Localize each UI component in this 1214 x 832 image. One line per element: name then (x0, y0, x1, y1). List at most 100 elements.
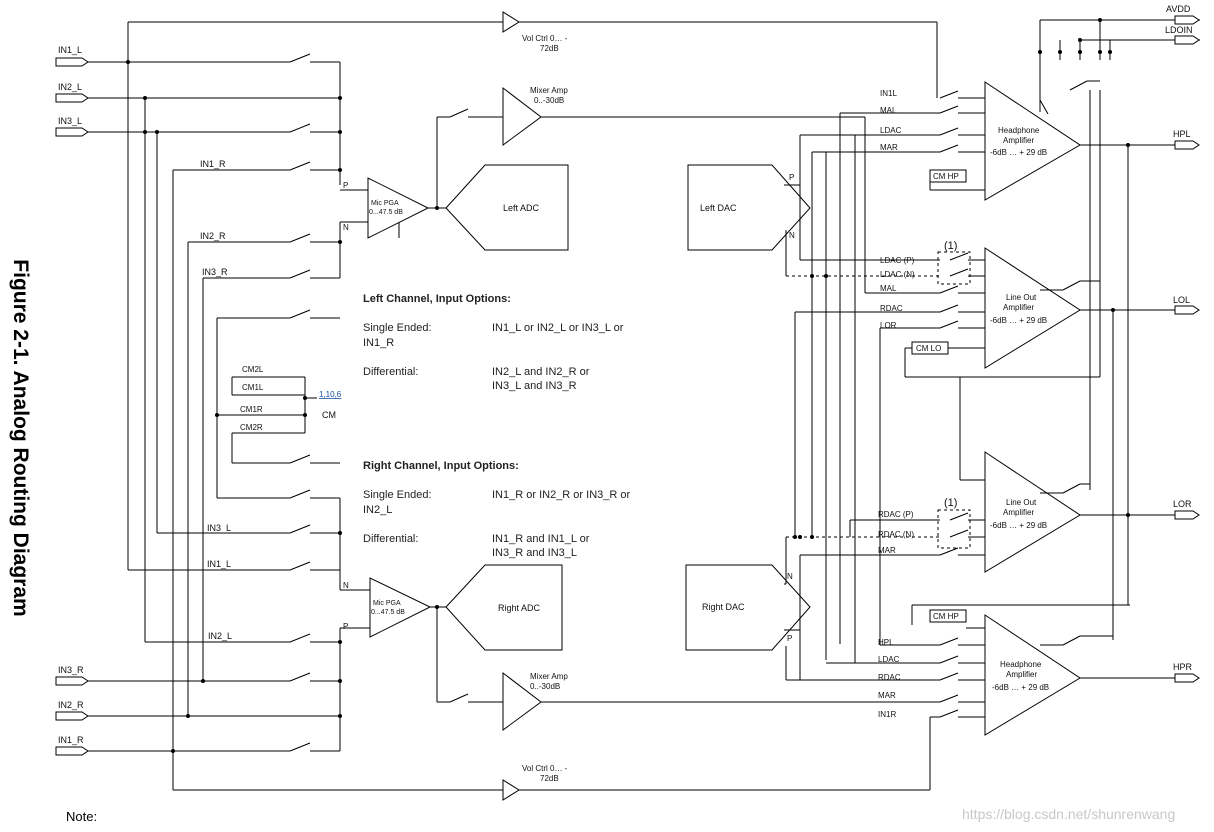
in3-l-tap-label: IN3_L (207, 523, 231, 533)
ldoin-label: LDOIN (1165, 25, 1193, 35)
vol-ctrl-top-label-1: Vol Ctrl 0… - (522, 34, 568, 43)
in3-r-label: IN3_R (58, 665, 84, 675)
right-se-value-2: IN2_L (363, 504, 393, 516)
cm-hp-top-box (929, 169, 967, 183)
vol-ctrl-bottom-label-1: Vol Ctrl 0… - (522, 764, 568, 773)
in3-r-tap-label: IN3_R (202, 267, 228, 277)
cm-hp-bottom-box (929, 609, 967, 623)
dac-routing (784, 112, 940, 718)
vol-ctrl-bottom-label-2: 72dB (540, 774, 559, 783)
mixer-amp-top (502, 86, 542, 146)
in1-r-label: IN1_R (58, 735, 84, 745)
in3-l-label: IN3_L (58, 116, 82, 126)
right-adc-label: Right ADC (498, 603, 541, 613)
cm2l-label: CM2L (242, 365, 264, 374)
lor-in-mar: MAR (878, 546, 896, 555)
right-adc-block (445, 564, 563, 651)
mixer-amp-bottom (502, 671, 542, 731)
hpr-amp-label-2: Amplifier (1006, 670, 1037, 679)
mic-pga-left-label-1: Mic PGA (371, 200, 399, 207)
in2-l-tap-label: IN2_L (208, 631, 232, 641)
right-se-label: Single Ended: (363, 489, 432, 501)
left-dac-p-pin: P (789, 173, 794, 182)
mic-pga-right-label-1: Mic PGA (373, 600, 401, 607)
left-dac-block (687, 164, 811, 251)
left-dac-label: Left DAC (700, 203, 737, 213)
hpr-in-in1r: IN1R (878, 710, 896, 719)
cm-ref-label: 1,10,6 (319, 390, 342, 399)
hpr-output-label: HPR (1173, 662, 1193, 672)
left-adc-block (445, 164, 569, 251)
n-pin-right: N (343, 581, 349, 590)
hpl-amp-label-1: Headphone (998, 126, 1040, 135)
left-adc-label: Left ADC (503, 203, 540, 213)
right-options-heading: Right Channel, Input Options: (363, 460, 519, 472)
in1-l-tap-label: IN1_L (207, 559, 231, 569)
lor-in-rdacp: RDAC (P) (878, 510, 914, 519)
hpl-in-mar: MAR (880, 143, 898, 152)
hpl-connector (1174, 140, 1200, 150)
left-diff-value-2: IN3_L and IN3_R (492, 380, 577, 392)
mixer-amp-top-label-2: 0..-30dB (534, 96, 564, 105)
lol-in-lor: LOR (880, 321, 897, 330)
right-diff-value: IN1_R and IN1_L or (492, 533, 590, 545)
mic-pga-right (369, 577, 432, 638)
lor-connector (1174, 510, 1200, 520)
note-box-top (937, 251, 971, 285)
junction-dots (126, 60, 439, 753)
in2-l-label: IN2_L (58, 82, 82, 92)
watermark: https://blog.csdn.net/shunrenwang (962, 806, 1176, 822)
left-diff-label: Differential: (363, 366, 419, 378)
input-connectors (55, 57, 89, 756)
hpr-in-rdac: RDAC (878, 673, 901, 682)
lol-in-rdac: RDAC (880, 304, 903, 313)
cm2r-label: CM2R (240, 423, 263, 432)
lor-output-label: LOR (1173, 499, 1192, 509)
in2-r-tap-label: IN2_R (200, 231, 226, 241)
right-dac-n-pin: N (787, 572, 793, 581)
lor-in-rdacn: RDAC (N) (878, 530, 914, 539)
input-switches (289, 53, 311, 752)
cm1r-label: CM1R (240, 405, 263, 414)
hpr-in-mar: MAR (878, 691, 896, 700)
hpr-in-ldac: LDAC (878, 655, 900, 664)
cm1l-label: CM1L (242, 383, 264, 392)
lor-amp-label-3: -6dB … + 29 dB (990, 521, 1047, 530)
hpr-in-hpl: HPL (878, 638, 894, 647)
hpr-amp-label-1: Headphone (1000, 660, 1042, 669)
mic-pga-right-label-2: 0...47.5 dB (371, 609, 405, 616)
hpl-in-mal: MAL (880, 106, 897, 115)
lor-amp-label-1: Line Out (1006, 498, 1037, 507)
cm-label: CM (322, 410, 336, 420)
vol-ctrl-top-buffer (502, 11, 520, 33)
lol-in-mal: MAL (880, 284, 897, 293)
hpl-amp-label-3: -6dB … + 29 dB (990, 148, 1047, 157)
note-box-bottom (937, 509, 971, 549)
ldoin-connector (1174, 35, 1200, 45)
mixer-amp-bottom-label-1: Mixer Amp (530, 672, 568, 681)
in1-r-tap-label: IN1_R (200, 159, 226, 169)
left-se-label: Single Ended: (363, 322, 432, 334)
right-se-value: IN1_R or IN2_R or IN3_R or (492, 489, 631, 501)
input-wiring (88, 21, 938, 791)
right-dac-p-pin: P (787, 634, 792, 643)
left-diff-value: IN2_L and IN2_R or (492, 366, 590, 378)
left-se-value: IN1_L or IN2_L or IN3_L or (492, 322, 624, 334)
mixer-amp-bottom-label-2: 0..-30dB (530, 682, 560, 691)
lol-connector (1174, 305, 1200, 315)
right-options-heading-text: Right Channel, Input Options: (363, 460, 519, 472)
vol-ctrl-bottom-buffer (502, 779, 520, 801)
note-label: Note: (66, 809, 98, 824)
vol-ctrl-top-label-2: 72dB (540, 44, 559, 53)
cm-hp-bottom-label: CM HP (933, 612, 959, 621)
left-se-value-2: IN1_R (363, 337, 395, 349)
in1-l-label: IN1_L (58, 45, 82, 55)
in2-r-label: IN2_R (58, 700, 84, 710)
amp-input-switches (939, 90, 985, 718)
mic-pga-left (367, 177, 430, 239)
note-ref-top: (1) (944, 240, 957, 252)
lol-amp-label-2: Amplifier (1003, 303, 1034, 312)
mixer-amp-top-label-1: Mixer Amp (530, 86, 568, 95)
hpr-amplifier (984, 614, 1081, 736)
